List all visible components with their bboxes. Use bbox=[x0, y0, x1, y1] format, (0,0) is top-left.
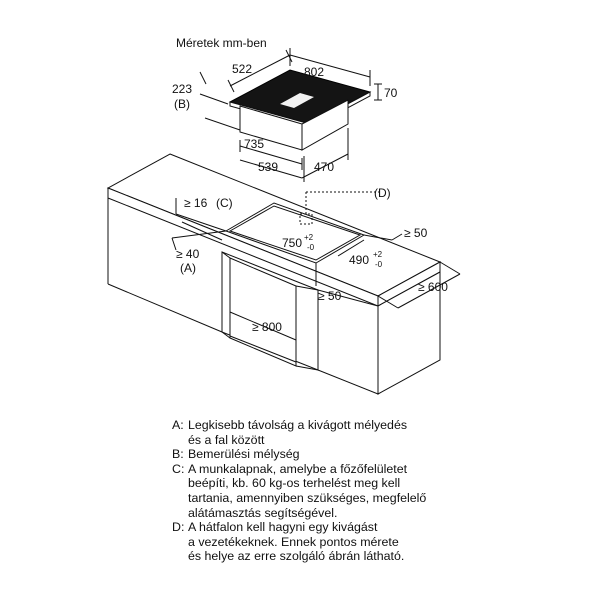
dim-cutout-depth-tol-bottom: -0 bbox=[375, 260, 383, 269]
cabinet-right-side bbox=[377, 271, 441, 395]
dim-cutout-width: 750 bbox=[282, 236, 302, 250]
legend-line: A hátfalon kell hagyni egy kivágást bbox=[188, 520, 378, 535]
legend-text: A hátfalon kell hagyni egy kivágást a ve… bbox=[188, 520, 592, 564]
legend-key: B: bbox=[172, 447, 184, 462]
legend-line: és helye az erre szolgáló ábrán látható. bbox=[188, 549, 405, 564]
dim-hob-front: 223 bbox=[172, 82, 192, 96]
dim-front-edge: ≥ 40 bbox=[176, 247, 200, 261]
legend-key: D: bbox=[172, 520, 185, 535]
dim-cutout-width-tol-bottom: -0 bbox=[307, 243, 315, 252]
legend-item-b: B: Bemerülési mélység bbox=[172, 447, 592, 462]
worktop-cabinet bbox=[106, 153, 461, 395]
legend-text: A munkalapnak, amelybe a főzőfelületet b… bbox=[188, 462, 592, 520]
legend-line: Legkisebb távolság a kivágott mélyedés bbox=[188, 418, 408, 432]
dim-cutout-depth-tol-top: +2 bbox=[373, 250, 383, 259]
hob-vent-strip bbox=[280, 93, 314, 108]
dim-wall-gap: ≥ 16 bbox=[184, 196, 208, 210]
legend-text: Legkisebb távolság a kivágott mélyedés é… bbox=[188, 418, 592, 447]
dim-back-gap: ≥ 50 bbox=[404, 226, 428, 240]
dim-cutout-ref: (D) bbox=[374, 186, 391, 200]
cabinet-side-panel bbox=[317, 289, 379, 395]
dim-hob-bottom-depth: 539 bbox=[258, 160, 278, 174]
units-title: Méretek mm-ben bbox=[176, 36, 267, 50]
installation-drawing: Méretek mm-ben 522 802 70 223 (B) 735 53… bbox=[106, 36, 461, 395]
legend-item-d: D: A hátfalon kell hagyni egy kivágást a… bbox=[172, 520, 592, 564]
dim-side-gap: ≥ 50 bbox=[318, 289, 342, 303]
dim-wall-gap-ref: (C) bbox=[216, 196, 233, 210]
legend-line: alátámasztás segítségével. bbox=[188, 505, 338, 520]
legend-item-c: C: A munkalapnak, amelybe a főzőfelülete… bbox=[172, 462, 592, 520]
dim-cabinet-width: ≥ 800 bbox=[252, 320, 282, 334]
legend-line: tartania, amennyiben szükséges, megfelel… bbox=[188, 490, 427, 505]
dim-hob-depth: 522 bbox=[232, 62, 252, 76]
legend-line: A munkalapnak, amelybe a főzőfelületet bbox=[188, 461, 408, 476]
legend-key: A: bbox=[172, 418, 184, 432]
dim-hob-bottom-side: 470 bbox=[314, 160, 334, 174]
dim-hob-bottom-width: 735 bbox=[244, 137, 264, 151]
dim-hob-height: 70 bbox=[384, 86, 398, 100]
dim-cutout-width-tol-top: +2 bbox=[304, 233, 314, 242]
dim-hob-front-ref: (B) bbox=[174, 97, 190, 111]
legend-key: C: bbox=[172, 461, 185, 476]
dim-hob-width: 802 bbox=[304, 65, 324, 79]
legend-line: a vezetékeknek. Ennek pontos mérete bbox=[188, 534, 399, 549]
dim-front-edge-ref: (A) bbox=[180, 261, 196, 275]
cabinet-inner-back bbox=[229, 257, 297, 367]
legend: A: Legkisebb távolság a kivágott mélyedé… bbox=[172, 418, 592, 564]
legend-line: beépíti, kb. 60 kg-os terhelést meg kell bbox=[188, 476, 401, 491]
dim-worktop-depth: ≥ 600 bbox=[418, 280, 448, 294]
legend-text: Bemerülési mélység bbox=[188, 447, 592, 462]
dim-cutout-depth: 490 bbox=[349, 253, 369, 267]
legend-line: és a fal között bbox=[188, 432, 265, 447]
legend-item-a: A: Legkisebb távolság a kivágott mélyedé… bbox=[172, 418, 592, 447]
hob-body-side bbox=[301, 99, 349, 151]
hob-unit bbox=[199, 48, 382, 182]
legend-line: Bemerülési mélység bbox=[188, 447, 300, 462]
